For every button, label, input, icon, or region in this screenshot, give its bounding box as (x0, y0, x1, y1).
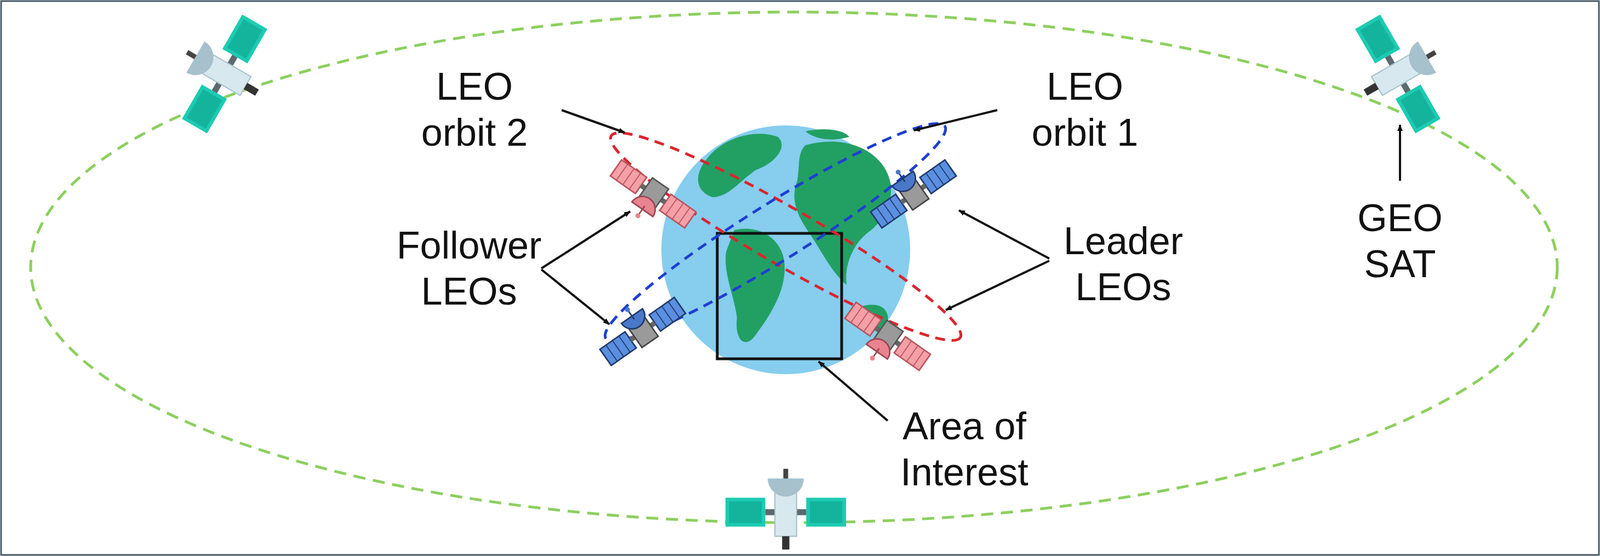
geo-sat-left (156, 0, 288, 145)
area-box (717, 233, 842, 359)
orbit-label: LEO orbit 1 (1004, 63, 1166, 156)
group-label: Follower LEOs (373, 222, 565, 315)
orbit-label: LEO orbit 2 (393, 63, 556, 156)
geo-orbit (30, 12, 1558, 523)
leader-lines (541, 110, 1400, 421)
geo-sat-bottom (725, 469, 847, 550)
group-label: Leader LEOs (1031, 218, 1216, 311)
geo-sat-right (1335, 0, 1466, 145)
satellite-label: GEO SAT (1352, 195, 1449, 288)
follower-leo-blue (589, 281, 688, 369)
follower-leo-pink (599, 157, 699, 244)
region-label: Area of Interest (872, 403, 1057, 496)
leader-leo-pink (833, 299, 933, 387)
leader-leo-blue (859, 144, 959, 231)
